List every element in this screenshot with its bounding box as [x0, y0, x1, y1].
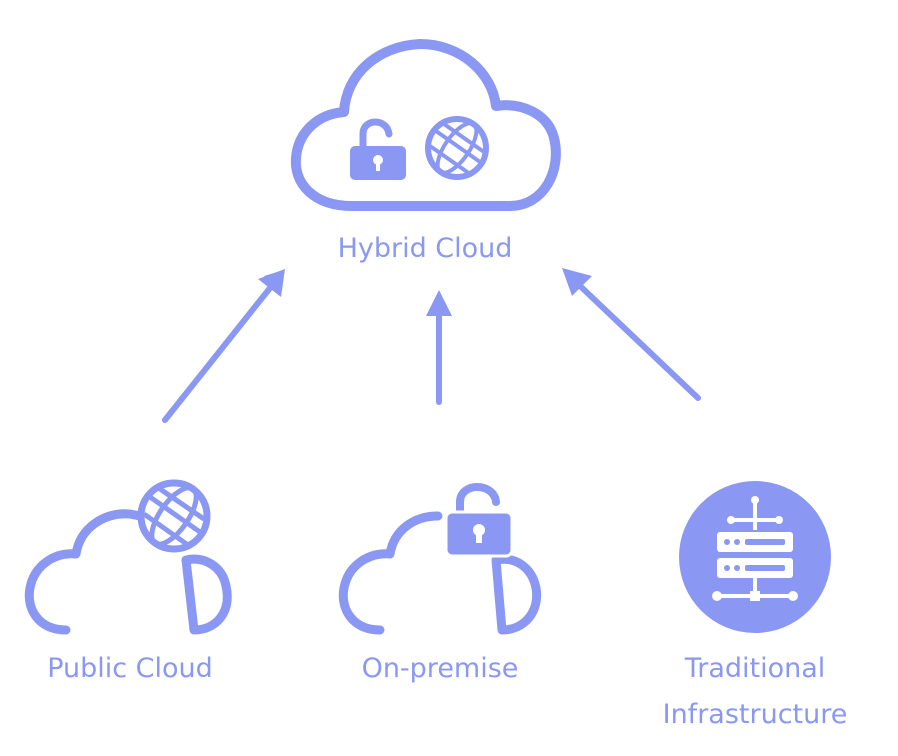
traditional-infrastructure-label: Traditional Infrastructure: [630, 646, 880, 738]
hub-node: [290, 39, 561, 211]
arrow-onprem-to-hybrid: [426, 290, 452, 405]
cloud-icon: [24, 509, 232, 635]
public-cloud-label: Public Cloud: [47, 653, 213, 684]
arrow-traditional-to-hybrid: [562, 268, 701, 401]
lock-icon: [350, 118, 406, 180]
traditional-infrastructure-node: [679, 481, 831, 633]
hybrid-cloud-label: Hybrid Cloud: [337, 233, 513, 264]
traditional-infrastructure-label-line1: Traditional: [684, 653, 826, 684]
arrow-public-to-hybrid: [162, 269, 285, 423]
on-premise-node: [338, 483, 542, 635]
server-rack-icon: [712, 496, 798, 601]
on-premise-label: On-premise: [361, 653, 519, 684]
lock-icon: [444, 483, 514, 558]
globe-icon: [137, 479, 211, 553]
globe-icon: [425, 116, 489, 180]
cloud-icon: [338, 511, 542, 635]
public-cloud-node: [24, 479, 232, 635]
hybrid-cloud-icon: [290, 39, 561, 211]
connections: [162, 268, 701, 423]
traditional-infrastructure-label-line2: Infrastructure: [662, 699, 848, 730]
